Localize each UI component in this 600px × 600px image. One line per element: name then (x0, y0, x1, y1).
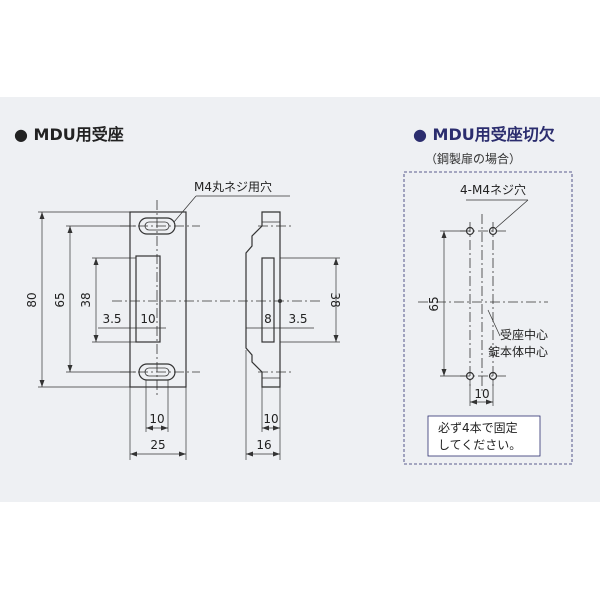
hole-bottom-left (465, 371, 475, 381)
left-arrowheads (39, 212, 339, 457)
hole-top-right (488, 226, 498, 236)
side-view-outline (245, 211, 281, 388)
left-dimension-lines (38, 195, 340, 460)
right-arrowheads (441, 231, 493, 405)
dim-38-front: 38 (79, 292, 93, 307)
front-view-recess (135, 255, 161, 343)
dim-65: 65 (53, 292, 67, 307)
hole-top-left (465, 226, 475, 236)
dim-8-side: 8 (264, 312, 272, 326)
front-view (129, 211, 187, 388)
cutout-centerlines (418, 214, 548, 394)
note-line-1: 必ず4本で固定 (438, 420, 518, 435)
note-line-2: してください。 (438, 438, 521, 452)
center-label-lock: 錠本体中心 (488, 344, 548, 359)
dim-3-5-front: 3.5 (102, 312, 121, 326)
center-label-receiver: 受座中心 (500, 327, 548, 342)
dim-38-side: 38 (328, 292, 342, 307)
dim-25: 25 (150, 438, 165, 452)
dim-10-right: 10 (474, 387, 489, 401)
dim-16: 16 (256, 438, 271, 452)
front-view-outline (129, 211, 187, 388)
dim-10-recess: 10 (140, 312, 155, 326)
note-box (427, 415, 541, 457)
side-view (245, 211, 281, 388)
left-title: ● MDU用受座 (14, 125, 124, 144)
dim-65-right: 65 (427, 296, 441, 311)
hole-bottom-right (488, 371, 498, 381)
side-centerlines (258, 225, 292, 373)
dim-10-slot-side: 10 (263, 412, 278, 426)
right-subtitle: （鋼製扉の場合） (425, 152, 522, 166)
dim-3-5-side: 3.5 (288, 312, 307, 326)
right-title: ● MDU用受座切欠 (413, 125, 555, 144)
dim-80: 80 (25, 292, 39, 307)
hole-label-left: M4丸ネジ用穴 (194, 179, 272, 194)
hole-label-right: 4-M4ネジ穴 (460, 182, 526, 197)
cutout-holes (465, 226, 498, 381)
dim-10-slot-front: 10 (149, 412, 164, 426)
side-view-recess (261, 257, 275, 343)
